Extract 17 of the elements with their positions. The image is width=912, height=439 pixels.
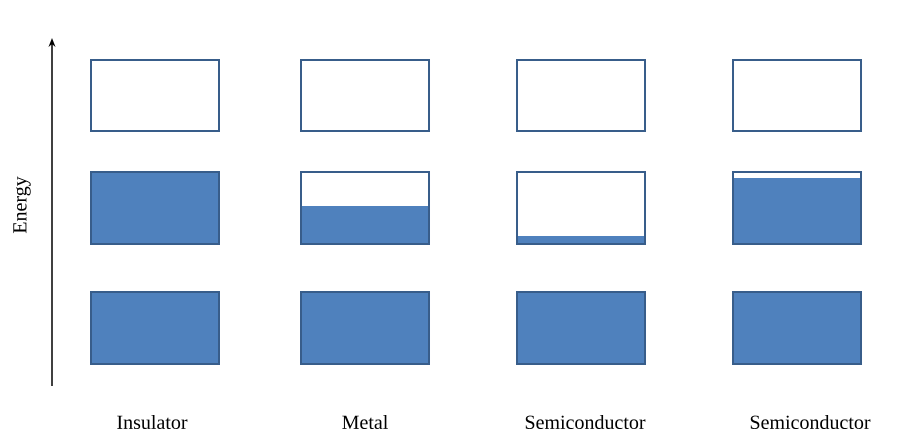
energy-band (516, 171, 646, 245)
energy-band (300, 171, 430, 245)
energy-band (732, 171, 862, 245)
energy-band (732, 59, 862, 132)
column-label: Insulator (117, 414, 188, 430)
column-label: Metal (342, 414, 388, 430)
energy-band (516, 59, 646, 132)
axis-label: Energy (13, 176, 31, 234)
energy-band (516, 291, 646, 365)
energy-band (300, 59, 430, 132)
energy-band (300, 291, 430, 365)
energy-band (732, 291, 862, 365)
column-label: Semiconductor (750, 414, 870, 430)
energy-band (90, 291, 220, 365)
energy-band (90, 59, 220, 132)
column-label: Semiconductor (526, 414, 646, 430)
energy-band (90, 171, 220, 245)
